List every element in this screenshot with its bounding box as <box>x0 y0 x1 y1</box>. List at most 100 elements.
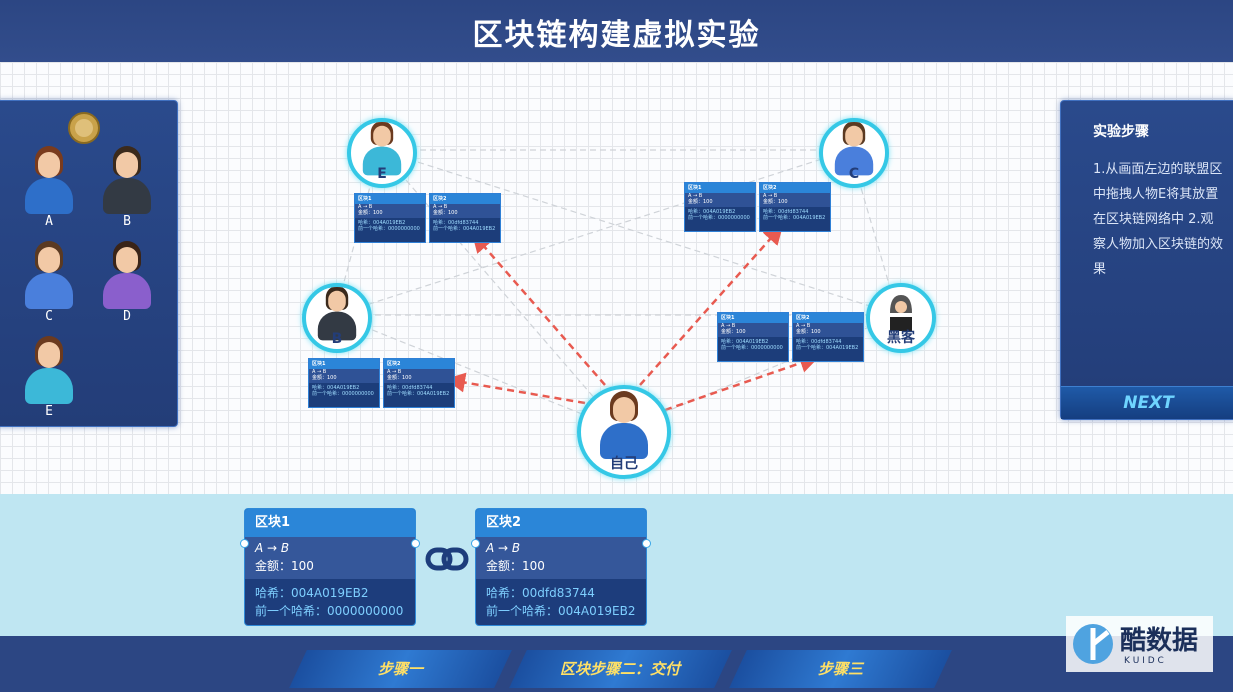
person-a[interactable]: A <box>19 146 79 229</box>
mini-hash: 哈希：00dfd83744 <box>796 339 842 345</box>
mini-tx: A → B <box>721 323 736 329</box>
mini-tx: A → B <box>433 204 448 210</box>
mini-title: 区块1 <box>309 359 379 369</box>
steps-panel: 实验步骤 1.从画面左边的联盟区中拖拽人物E将其放置在区块链网络中 2.观察人物… <box>1060 100 1233 420</box>
mini-tx: A → B <box>796 323 811 329</box>
mini-amount: 金额：100 <box>721 329 746 335</box>
mini-amount: 金额：100 <box>763 199 788 205</box>
watermark-sub: K U I D C <box>1124 656 1164 666</box>
person-c-label: C <box>45 309 53 324</box>
tab-step-2[interactable]: 区块步骤二：交付 <box>509 650 732 688</box>
mini-hash: 哈希：004A019EB2 <box>312 385 360 391</box>
block-1-right-connector <box>411 539 420 548</box>
network-node-c[interactable]: C <box>819 118 889 188</box>
tab-step-3-label: 步骤三 <box>817 660 863 678</box>
node-e-label: E <box>377 166 387 182</box>
block-card-2: 区块2 A → B 金额：100 哈希：00dfd83744 前一个哈希：004… <box>475 508 647 626</box>
mini-hash: 哈希：004A019EB2 <box>358 220 406 226</box>
person-b[interactable]: B <box>97 146 157 229</box>
block-1-hash: 哈希：004A019EB2 <box>255 586 369 600</box>
steps-title: 实验步骤 <box>1093 124 1149 140</box>
tab-step-1-label: 步骤一 <box>377 660 423 678</box>
mini-hash: 哈希：004A019EB2 <box>688 209 736 215</box>
node-e-avatar <box>360 122 405 177</box>
block-1-amount: 金额：100 <box>255 559 314 573</box>
person-a-label: A <box>45 214 53 229</box>
tab-step-3[interactable]: 步骤三 <box>729 650 952 688</box>
mini-tx: A → B <box>312 369 327 375</box>
network-node-b[interactable]: B <box>302 283 372 353</box>
person-c[interactable]: C <box>19 241 79 324</box>
mini-prev: 前一个哈希：0000000000 <box>358 226 420 232</box>
mini-prev: 前一个哈希：004A019EB2 <box>387 391 450 397</box>
page-title: 区块链构建虚拟实验 <box>472 18 761 53</box>
header-bar: 区块链构建虚拟实验 <box>0 0 1233 62</box>
node-self-label: 自己 <box>610 456 638 472</box>
mini-title: 区块1 <box>355 194 425 204</box>
block-2-tx: A → B <box>486 541 521 555</box>
watermark-logo-icon <box>1073 624 1113 664</box>
block-1-left-connector <box>240 539 249 548</box>
mini-hash: 哈希：00dfd83744 <box>387 385 433 391</box>
network-node-self[interactable]: 自己 <box>577 385 671 479</box>
block-1-title: 区块1 <box>245 509 415 537</box>
block-2-hash: 哈希：00dfd83744 <box>486 586 595 600</box>
mini-amount: 金额：100 <box>312 375 337 381</box>
tab-step-1[interactable]: 步骤一 <box>289 650 512 688</box>
person-d-label: D <box>123 309 131 324</box>
person-e-label: E <box>45 404 53 419</box>
mini-prev: 前一个哈希：0000000000 <box>721 345 783 351</box>
block-2-left-connector <box>471 539 480 548</box>
mini-title: 区块2 <box>430 194 500 204</box>
mini-hash: 哈希：00dfd83744 <box>763 209 809 215</box>
watermark-text: 酷数据 <box>1120 626 1199 656</box>
mini-amount: 金额：100 <box>358 210 383 216</box>
network-workspace[interactable] <box>0 62 1233 494</box>
node-c-avatar <box>832 122 877 177</box>
alliance-logo-icon <box>68 112 100 144</box>
block-2-right-connector <box>642 539 651 548</box>
mini-amount: 金额：100 <box>433 210 458 216</box>
next-button[interactable]: NEXT <box>1061 386 1233 419</box>
mini-tx: A → B <box>763 193 778 199</box>
mini-tx: A → B <box>358 204 373 210</box>
tab-step-2-label: 区块步骤二：交付 <box>560 660 681 678</box>
block-1-tx: A → B <box>255 541 290 555</box>
person-d-avatar <box>99 241 155 311</box>
block-card-1: 区块1 A → B 金额：100 哈希：004A019EB2 前一个哈希：000… <box>244 508 416 626</box>
network-node-e[interactable]: E <box>347 118 417 188</box>
mini-amount: 金额：100 <box>387 375 412 381</box>
mini-amount: 金额：100 <box>688 199 713 205</box>
node-self-avatar <box>596 391 652 461</box>
person-e-avatar <box>21 336 77 406</box>
mini-title: 区块2 <box>760 183 830 193</box>
watermark: 酷数据 K U I D C <box>1066 616 1213 672</box>
mini-hash: 哈希：004A019EB2 <box>721 339 769 345</box>
mini-title: 区块1 <box>718 313 788 323</box>
mini-amount: 金额：100 <box>796 329 821 335</box>
mini-prev: 前一个哈希：004A019EB2 <box>796 345 859 351</box>
mini-prev: 前一个哈希：0000000000 <box>312 391 374 397</box>
chain-link-icon <box>425 547 469 571</box>
person-c-avatar <box>21 241 77 311</box>
network-node-hacker[interactable]: 黑客 <box>866 283 936 353</box>
block-2-prev-hash: 前一个哈希：004A019EB2 <box>486 604 636 618</box>
person-d[interactable]: D <box>97 241 157 324</box>
person-b-label: B <box>123 214 131 229</box>
mini-tx: A → B <box>688 193 703 199</box>
person-a-avatar <box>21 146 77 216</box>
person-e[interactable]: E <box>19 336 79 419</box>
mini-title: 区块2 <box>793 313 863 323</box>
block-2-title: 区块2 <box>476 509 646 537</box>
mini-prev: 前一个哈希：0000000000 <box>688 215 750 221</box>
node-hacker-label: 黑客 <box>887 330 915 346</box>
hacker-icon <box>890 295 912 331</box>
block-2-amount: 金额：100 <box>486 559 545 573</box>
